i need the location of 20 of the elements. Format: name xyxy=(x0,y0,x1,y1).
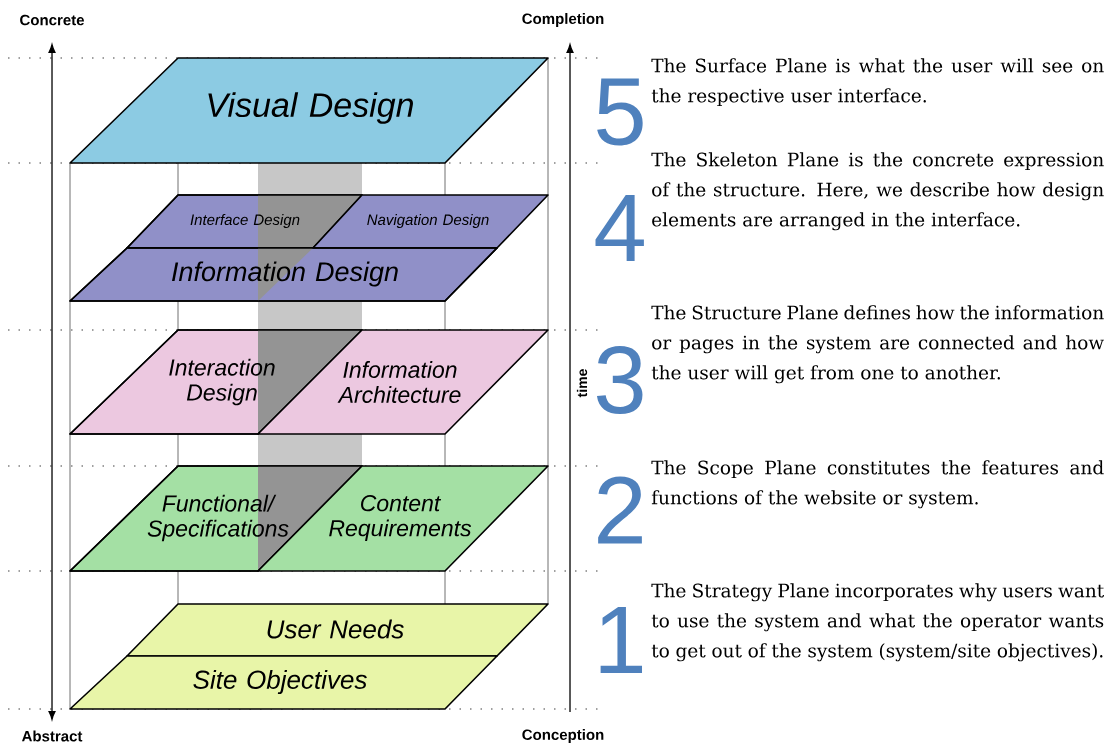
axis-label: Conception xyxy=(522,729,604,743)
step-number: 3 xyxy=(596,346,643,414)
plane-parallelogram: Visual Design xyxy=(69,57,549,164)
plane-parallelogram: Site Objectives xyxy=(69,655,498,710)
step-number: 5 xyxy=(597,78,643,146)
step-number: 1 xyxy=(600,607,642,673)
axis-label: Completion xyxy=(522,13,604,27)
axis-label: Abstract xyxy=(21,730,83,742)
description-text: The Skeleton Plane is the concrete expression of the structure. Here, we describe how design elements are arranged in the interface. xyxy=(651,152,1104,231)
description-text: The Surface Plane is what the user will see on the respective user interface. xyxy=(651,58,1104,107)
axis-label: time xyxy=(576,369,588,398)
plane-parallelogram: Navigation Design xyxy=(312,194,549,249)
description-text: The Structure Plane defines how the information or pages in the system are connected and how the user will get from one to another. xyxy=(651,305,1104,384)
description-text: The Strategy Plane incorporates why users want to use the system and what the operator wants to get out of the system (system/site objectives). xyxy=(651,583,1105,662)
plane-parallelogram: Information Design xyxy=(69,247,498,302)
step-number: 4 xyxy=(595,195,644,261)
description-text: The Scope Plane constitutes the features and functions of the website or system. xyxy=(651,460,1104,509)
step-number: 2 xyxy=(598,476,642,544)
axis-label: Concrete xyxy=(20,14,84,26)
plane-parallelogram: User Needs xyxy=(126,603,549,657)
